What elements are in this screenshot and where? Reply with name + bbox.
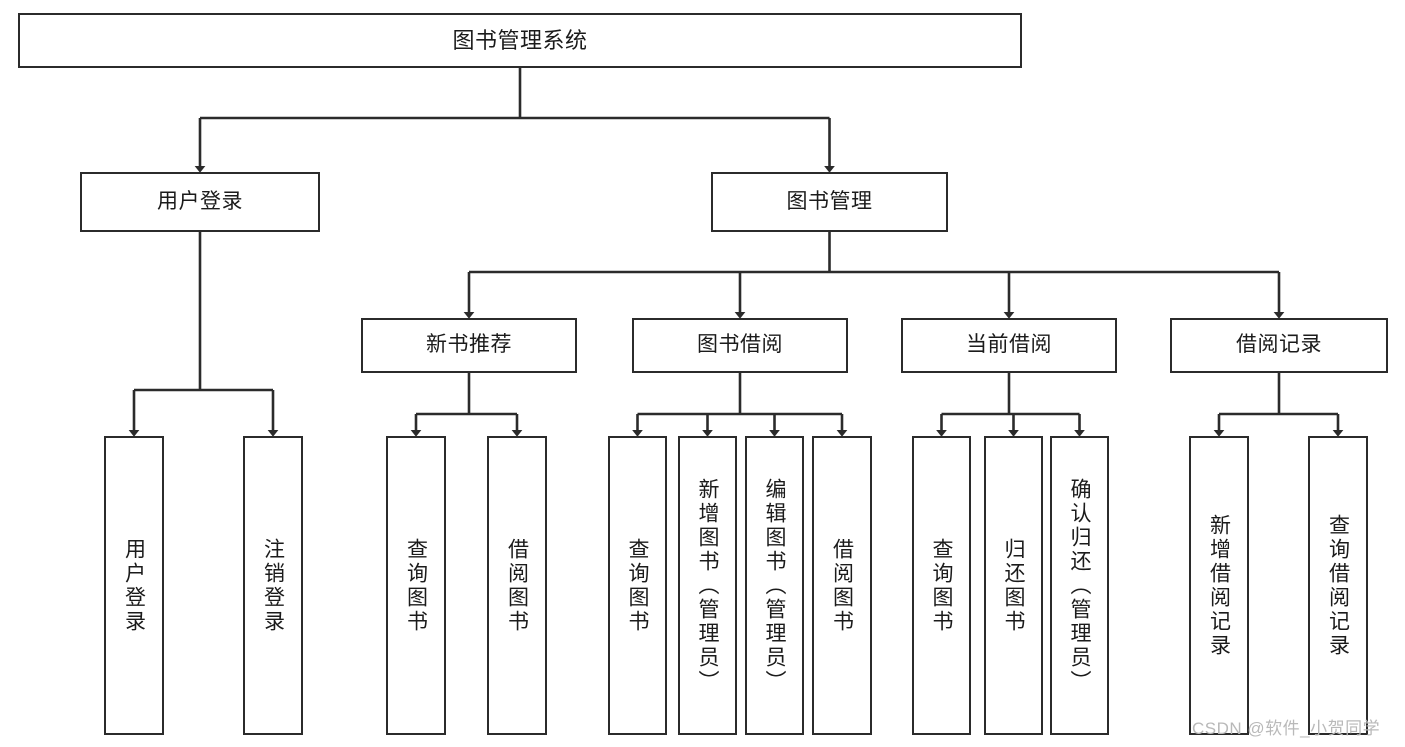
node-label: 新增借阅记录 [1207, 513, 1231, 658]
node-leaf-add-borrow-record[interactable]: 新增借阅记录 [1189, 436, 1249, 735]
node-label: 借阅记录 [1236, 333, 1322, 357]
node-label: 借阅图书 [505, 537, 529, 634]
node-leaf-user-login[interactable]: 用户登录 [104, 436, 164, 735]
node-leaf-add-book[interactable]: 新增图书（管理员） [678, 436, 737, 735]
node-leaf-query-book-2[interactable]: 查询图书 [608, 436, 667, 735]
node-label: 当前借阅 [966, 333, 1052, 357]
node-label: 确认归还（管理员） [1068, 477, 1091, 694]
node-current-borrow[interactable]: 当前借阅 [901, 318, 1117, 373]
node-leaf-confirm-return[interactable]: 确认归还（管理员） [1050, 436, 1109, 735]
node-label: 借阅图书 [830, 537, 854, 634]
node-label: 查询图书 [930, 537, 953, 634]
node-book-borrow[interactable]: 图书借阅 [632, 318, 848, 373]
node-label: 归还图书 [1002, 537, 1025, 634]
node-label: 编辑图书（管理员） [763, 477, 786, 694]
node-leaf-borrow-book-1[interactable]: 借阅图书 [487, 436, 547, 735]
node-label: 查询借阅记录 [1326, 513, 1350, 658]
node-leaf-query-book-1[interactable]: 查询图书 [386, 436, 446, 735]
node-leaf-edit-book[interactable]: 编辑图书（管理员） [745, 436, 804, 735]
node-label: 查询图书 [404, 537, 428, 634]
node-label: 新增图书（管理员） [696, 477, 719, 694]
node-borrow-record[interactable]: 借阅记录 [1170, 318, 1388, 373]
node-user-login[interactable]: 用户登录 [80, 172, 320, 232]
node-leaf-borrow-book-2[interactable]: 借阅图书 [812, 436, 872, 735]
node-label: 注销登录 [261, 537, 285, 634]
node-label: 查询图书 [626, 537, 649, 634]
node-leaf-query-book-3[interactable]: 查询图书 [912, 436, 971, 735]
node-root[interactable]: 图书管理系统 [18, 13, 1022, 68]
node-label: 图书管理系统 [452, 27, 588, 53]
node-leaf-logout-login[interactable]: 注销登录 [243, 436, 303, 735]
node-book-manage[interactable]: 图书管理 [711, 172, 948, 232]
node-label: 新书推荐 [426, 333, 512, 357]
node-label: 用户登录 [157, 189, 243, 213]
node-leaf-return-book[interactable]: 归还图书 [984, 436, 1043, 735]
node-label: 图书借阅 [697, 333, 783, 357]
node-leaf-query-borrow-record[interactable]: 查询借阅记录 [1308, 436, 1368, 735]
node-new-book-recommend[interactable]: 新书推荐 [361, 318, 577, 373]
node-label: 图书管理 [786, 189, 873, 213]
node-label: 用户登录 [122, 537, 146, 634]
